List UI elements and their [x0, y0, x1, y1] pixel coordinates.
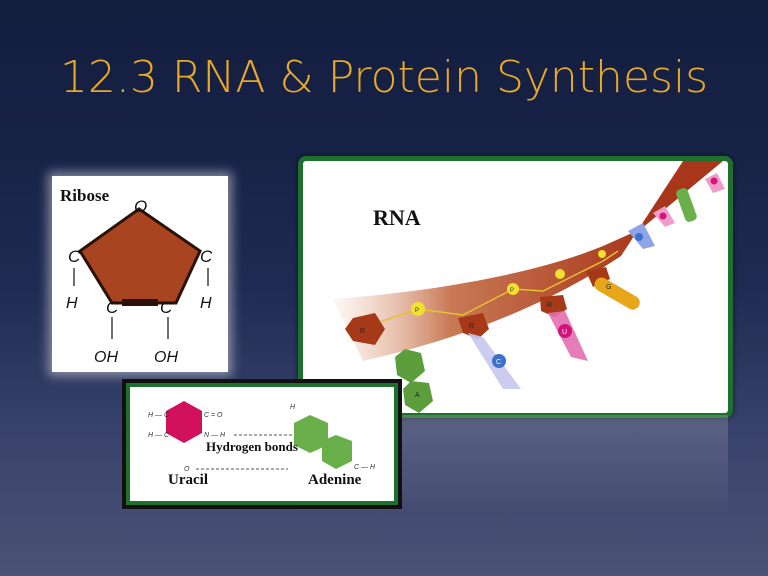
svg-text:H: H — [200, 295, 212, 312]
svg-text:C: C — [496, 359, 501, 366]
svg-text:N — H: N — H — [204, 432, 226, 439]
svg-text:P: P — [510, 288, 514, 294]
hydrogen-bonds-label: Hydrogen bonds — [206, 439, 298, 454]
uracil-label: Uracil — [168, 472, 208, 488]
slide-title: 12.3 RNA & Protein Synthesis — [59, 52, 709, 103]
svg-text:A: A — [415, 392, 420, 399]
svg-text:R: R — [360, 328, 365, 335]
svg-text:C = O: C = O — [204, 412, 223, 419]
svg-text:P: P — [415, 308, 419, 314]
ribose-structure-diagram: O C C C C H H OH OH — [66, 197, 213, 366]
svg-text:C: C — [160, 298, 173, 317]
uracil-adenine-pair-diagram: H — C C = O H — C N — H O H C — H — [148, 401, 376, 473]
svg-text:C: C — [200, 247, 213, 266]
svg-text:H: H — [66, 295, 78, 312]
svg-text:OH: OH — [154, 349, 178, 366]
svg-text:C: C — [106, 298, 119, 317]
svg-text:U: U — [562, 329, 567, 336]
svg-text:H — C: H — C — [148, 432, 170, 439]
svg-text:O: O — [134, 197, 147, 216]
rna-strand-diagram: R A P R C P R U G — [333, 161, 725, 413]
svg-text:G: G — [606, 284, 611, 291]
svg-text:C — H: C — H — [354, 464, 376, 471]
base-pair-card: H — C C = O H — C N — H O H C — H Hydrog… — [122, 379, 402, 509]
svg-text:C: C — [68, 247, 81, 266]
adenine-label: Adenine — [308, 472, 362, 488]
svg-text:O: O — [184, 466, 190, 473]
svg-text:H: H — [290, 404, 296, 411]
svg-text:R: R — [469, 323, 474, 330]
svg-text:H — C: H — C — [148, 412, 170, 419]
svg-text:R: R — [547, 302, 552, 309]
rna-label: RNA — [373, 205, 421, 230]
svg-text:OH: OH — [94, 349, 118, 366]
ribose-card: Ribose O C C C C H H OH OH — [52, 176, 228, 372]
ribose-label: Ribose — [60, 186, 110, 205]
rna-strand-card: RNA R A P R C P R U — [298, 156, 733, 418]
